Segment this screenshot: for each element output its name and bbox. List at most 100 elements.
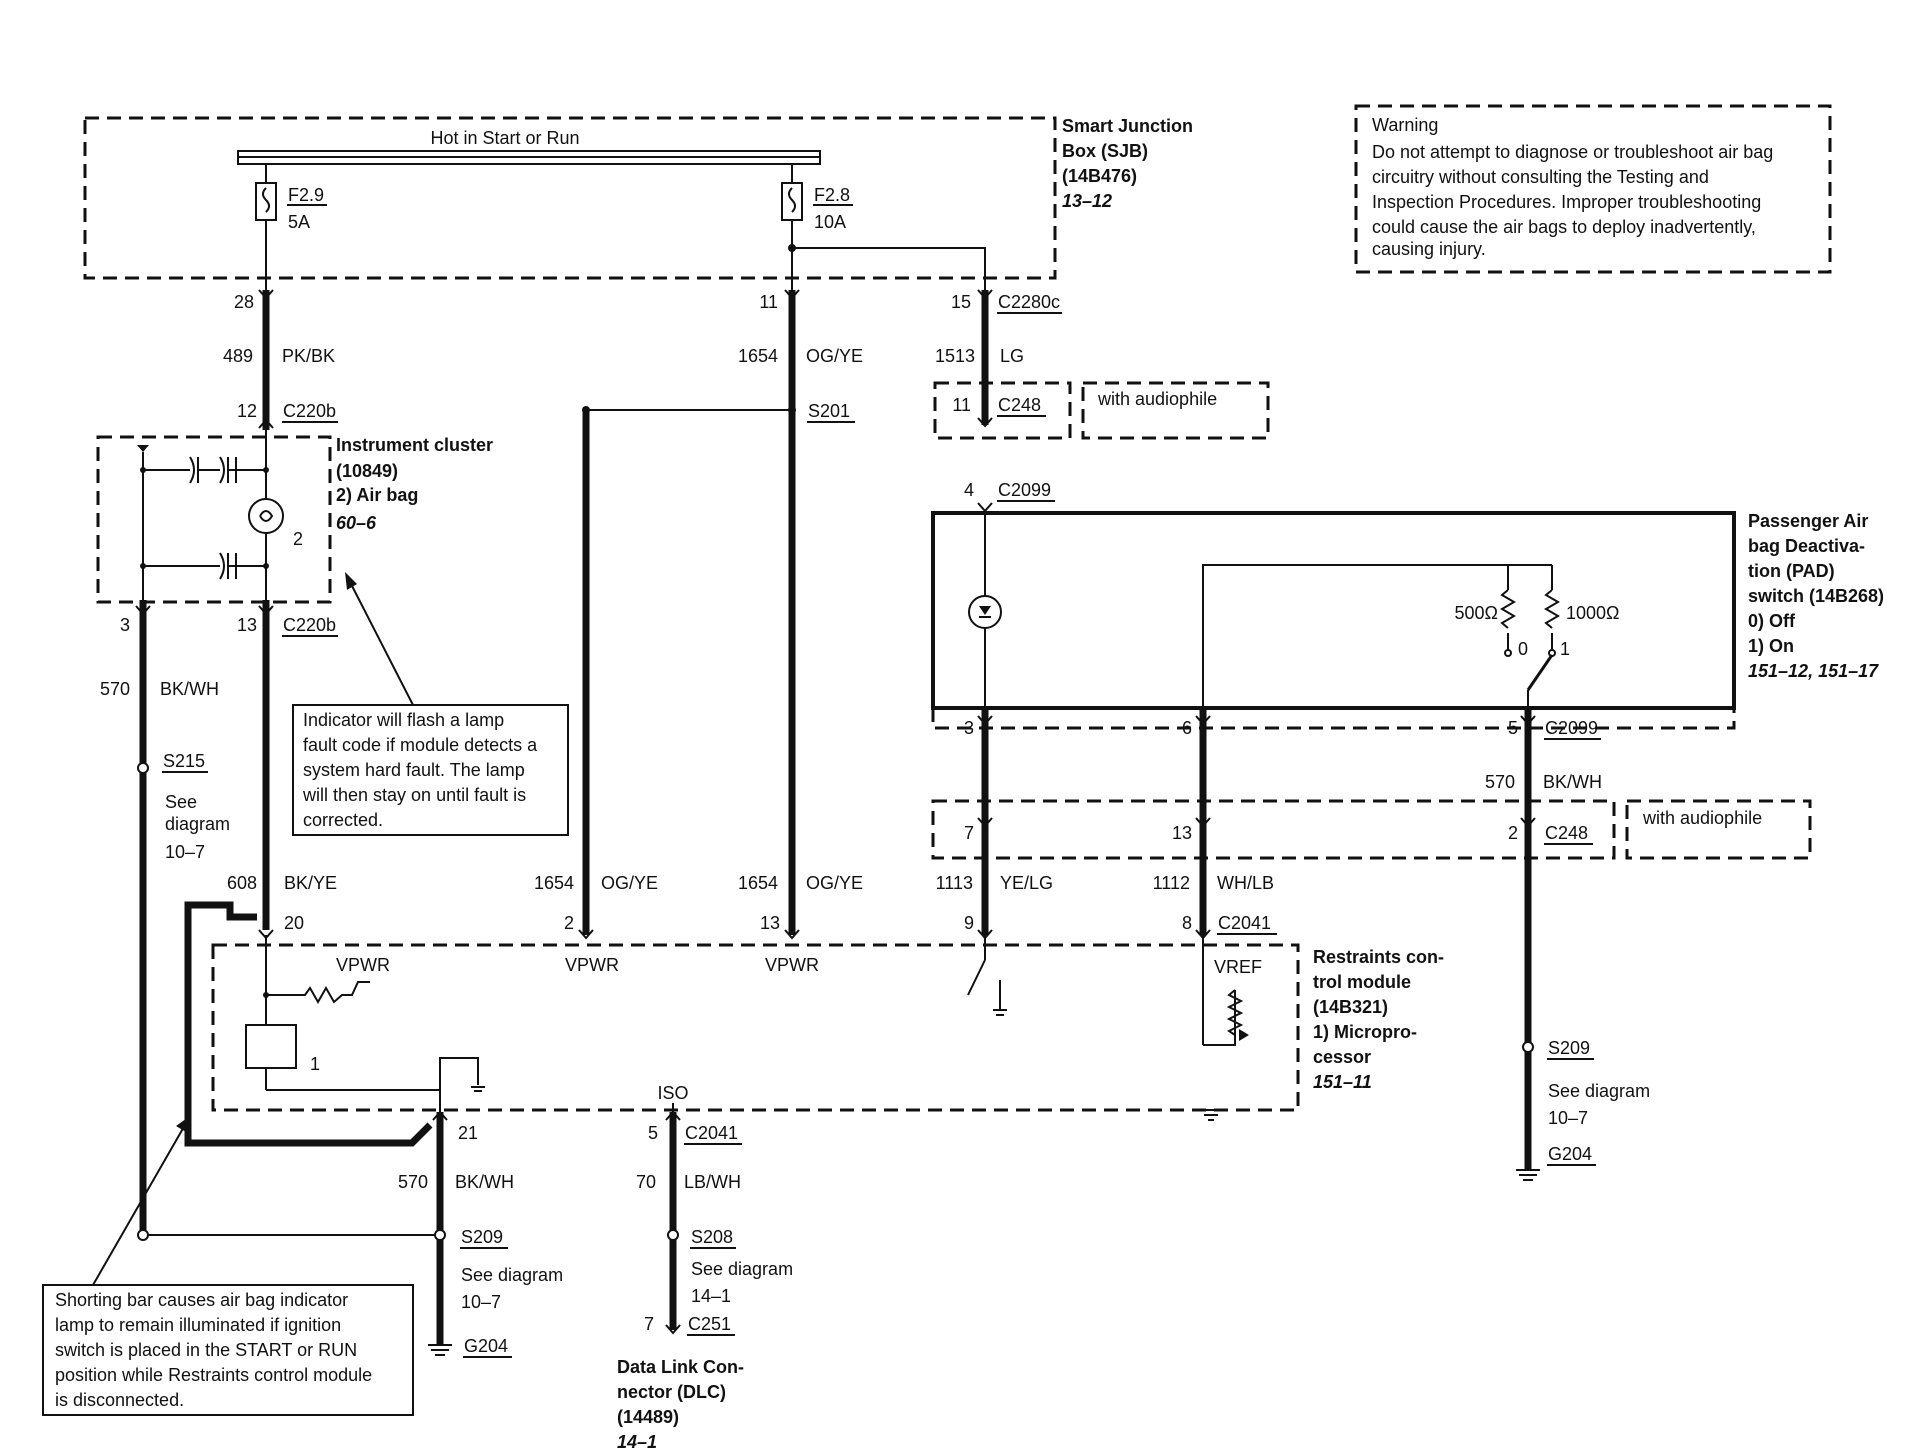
svg-text:8: 8	[1182, 913, 1192, 933]
svg-text:fault code if module detects a: fault code if module detects a	[303, 735, 538, 755]
svg-text:13: 13	[760, 913, 780, 933]
svg-text:13–12: 13–12	[1062, 191, 1112, 211]
svg-text:20: 20	[284, 913, 304, 933]
svg-text:10–7: 10–7	[1548, 1108, 1588, 1128]
svg-text:70: 70	[636, 1172, 656, 1192]
svg-text:PK/BK: PK/BK	[282, 346, 335, 366]
svg-text:VPWR: VPWR	[765, 955, 819, 975]
dlc-title: Data Link Con- nector (DLC) (14489) 14–1	[617, 1357, 744, 1452]
pad-indicator-icon	[968, 595, 1002, 629]
svg-text:14–1: 14–1	[617, 1432, 657, 1452]
warning-box: Warning Do not attempt to diagnose or tr…	[1354, 104, 1832, 274]
svg-text:4: 4	[964, 480, 974, 500]
svg-text:S201: S201	[808, 401, 850, 421]
svg-text:C220b: C220b	[283, 401, 336, 421]
rcm-ground-icon	[471, 1086, 485, 1092]
svg-text:S209: S209	[1548, 1038, 1590, 1058]
svg-text:diagram: diagram	[165, 814, 230, 834]
svg-text:2: 2	[1508, 823, 1518, 843]
smart-junction-box: Hot in Start or Run F2.9 5A F2.8 10A	[83, 116, 1057, 290]
fuse1-name: F2.9	[288, 185, 324, 205]
svg-text:12: 12	[237, 401, 257, 421]
svg-text:1654: 1654	[534, 873, 574, 893]
svg-text:causing injury.: causing injury.	[1372, 239, 1486, 259]
svg-text:tion (PAD): tion (PAD)	[1748, 561, 1835, 581]
fuse2-rating: 10A	[814, 212, 846, 232]
svg-text:Inspection Procedures. Imprope: Inspection Procedures. Improper troubles…	[1372, 192, 1761, 212]
svg-text:5: 5	[648, 1123, 658, 1143]
svg-text:3: 3	[120, 615, 130, 635]
svg-text:cessor: cessor	[1313, 1047, 1371, 1067]
svg-text:ISO: ISO	[657, 1083, 688, 1103]
svg-text:BK/WH: BK/WH	[160, 679, 219, 699]
svg-text:2) Air bag: 2) Air bag	[336, 485, 418, 505]
svg-text:VPWR: VPWR	[565, 955, 619, 975]
audiophile-top: with audiophile	[933, 381, 1270, 440]
svg-text:Shorting bar causes air bag in: Shorting bar causes air bag indicator	[55, 1290, 348, 1310]
svg-text:S215: S215	[163, 751, 205, 771]
svg-text:See diagram: See diagram	[1548, 1081, 1650, 1101]
svg-text:2: 2	[564, 913, 574, 933]
svg-text:60–6: 60–6	[336, 513, 377, 533]
svg-text:position while Restraints cont: position while Restraints control module	[55, 1365, 372, 1385]
svg-text:system hard fault. The lamp: system hard fault. The lamp	[303, 760, 525, 780]
svg-text:BK/WH: BK/WH	[1543, 772, 1602, 792]
svg-text:15: 15	[951, 292, 971, 312]
svg-text:OG/YE: OG/YE	[806, 346, 863, 366]
svg-text:0) Off: 0) Off	[1748, 611, 1796, 631]
svg-text:570: 570	[100, 679, 130, 699]
svg-text:switch is placed in the START: switch is placed in the START or RUN	[55, 1340, 357, 1360]
svg-text:corrected.: corrected.	[303, 810, 383, 830]
svg-text:Box (SJB): Box (SJB)	[1062, 141, 1148, 161]
svg-text:See: See	[165, 792, 197, 812]
svg-text:G204: G204	[1548, 1144, 1592, 1164]
svg-text:G204: G204	[464, 1336, 508, 1356]
svg-text:7: 7	[644, 1314, 654, 1334]
airbag-lamp-icon	[248, 498, 284, 534]
svg-text:C2099: C2099	[998, 480, 1051, 500]
svg-text:21: 21	[458, 1123, 478, 1143]
shorting-bar	[184, 901, 433, 1147]
svg-text:151–12, 151–17: 151–12, 151–17	[1748, 661, 1879, 681]
svg-text:570: 570	[398, 1172, 428, 1192]
svg-text:(10849): (10849)	[336, 461, 398, 481]
svg-text:C2041: C2041	[1218, 913, 1271, 933]
svg-text:LB/WH: LB/WH	[684, 1172, 741, 1192]
svg-text:500Ω: 500Ω	[1455, 603, 1499, 623]
wires	[139, 290, 1532, 1345]
svg-text:11: 11	[952, 395, 971, 415]
svg-text:13: 13	[1172, 823, 1192, 843]
svg-text:LG: LG	[1000, 346, 1024, 366]
svg-text:9: 9	[964, 913, 974, 933]
svg-text:13: 13	[237, 615, 257, 635]
audiophile-bottom: with audiophile	[931, 799, 1812, 860]
svg-text:28: 28	[234, 292, 254, 312]
svg-text:Instrument cluster: Instrument cluster	[336, 435, 493, 455]
svg-text:BK/WH: BK/WH	[455, 1172, 514, 1192]
svg-text:could cause the air bags to de: could cause the air bags to deploy inadv…	[1372, 217, 1756, 237]
svg-text:608: 608	[227, 873, 257, 893]
svg-text:(14B321): (14B321)	[1313, 997, 1388, 1017]
svg-text:1112: 1112	[1153, 873, 1190, 893]
svg-text:2: 2	[293, 529, 303, 549]
svg-text:trol module: trol module	[1313, 972, 1411, 992]
svg-text:with audiophile: with audiophile	[1642, 808, 1762, 828]
fuse1-rating: 5A	[288, 212, 310, 232]
rcm-title: Restraints con- trol module (14B321) 1) …	[1313, 947, 1444, 1092]
svg-text:0: 0	[1518, 639, 1528, 659]
shorting-note: Shorting bar causes air bag indicator la…	[42, 1116, 414, 1416]
svg-text:BK/YE: BK/YE	[284, 873, 337, 893]
connector-ticks	[135, 289, 1536, 1335]
svg-text:nector (DLC): nector (DLC)	[617, 1382, 726, 1402]
restraints-control-module: VPWR 1 VPWR VPWR ISO VREF	[211, 935, 1300, 1121]
svg-text:See diagram: See diagram	[461, 1265, 563, 1285]
svg-text:489: 489	[223, 346, 253, 366]
svg-text:with audiophile: with audiophile	[1097, 389, 1217, 409]
svg-text:C2280c: C2280c	[998, 292, 1060, 312]
sjb-title: Smart Junction Box (SJB) (14B476) 13–12	[1062, 116, 1193, 211]
svg-text:1513: 1513	[935, 346, 975, 366]
microprocessor-block	[245, 1024, 297, 1069]
svg-text:See diagram: See diagram	[691, 1259, 793, 1279]
svg-text:C2099: C2099	[1545, 718, 1598, 738]
svg-text:1: 1	[310, 1054, 320, 1074]
